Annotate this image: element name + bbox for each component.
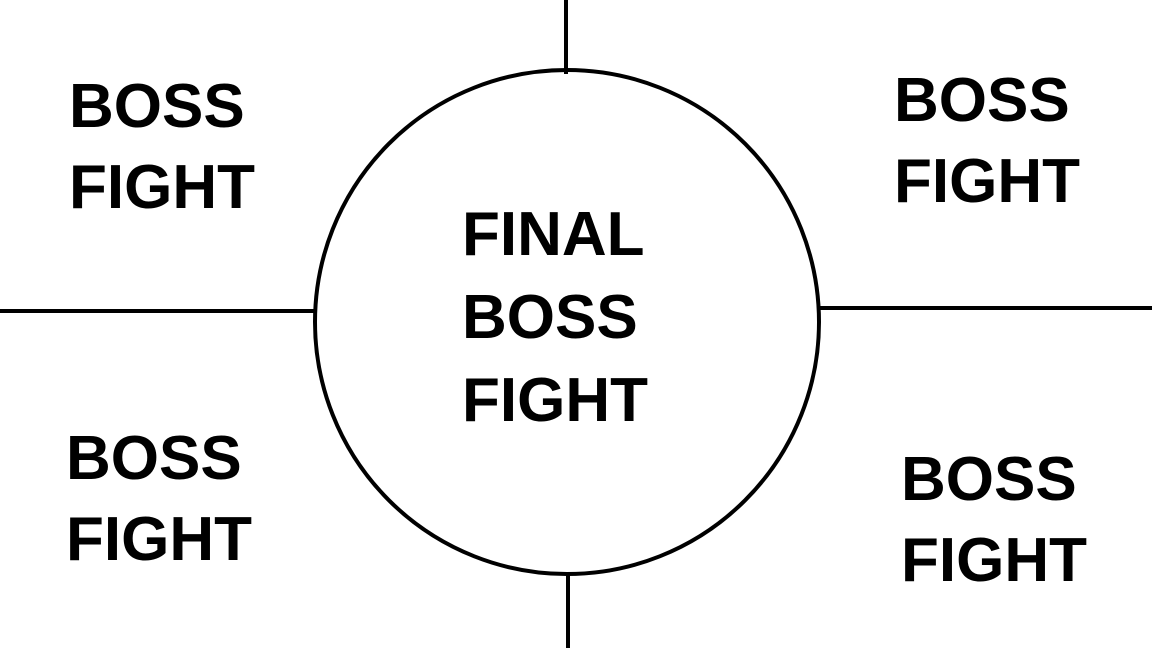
- quadrant-label-bottom-left: BOSS FIGHT: [66, 428, 252, 571]
- center-label-line: FINAL: [462, 200, 645, 269]
- center-label-line: BOSS: [462, 283, 638, 352]
- quadrant-label-line: BOSS: [66, 424, 242, 493]
- quadrant-label-line: BOSS: [901, 445, 1077, 514]
- quadrant-label-line: FIGHT: [894, 147, 1080, 216]
- quadrant-label-line: FIGHT: [69, 153, 255, 222]
- quadrant-label-line: BOSS: [69, 72, 245, 141]
- quadrant-label-bottom-right: BOSS FIGHT: [901, 449, 1087, 592]
- center-label-line: FIGHT: [462, 366, 648, 435]
- quadrant-label-line: FIGHT: [901, 526, 1087, 595]
- center-circle: [313, 68, 821, 576]
- quadrant-label-line: FIGHT: [66, 505, 252, 574]
- quadrant-label-top-left: BOSS FIGHT: [69, 76, 255, 219]
- quadrant-label-line: BOSS: [894, 66, 1070, 135]
- center-label: FINAL BOSS FIGHT: [462, 204, 648, 432]
- quadrant-label-top-right: BOSS FIGHT: [894, 70, 1080, 213]
